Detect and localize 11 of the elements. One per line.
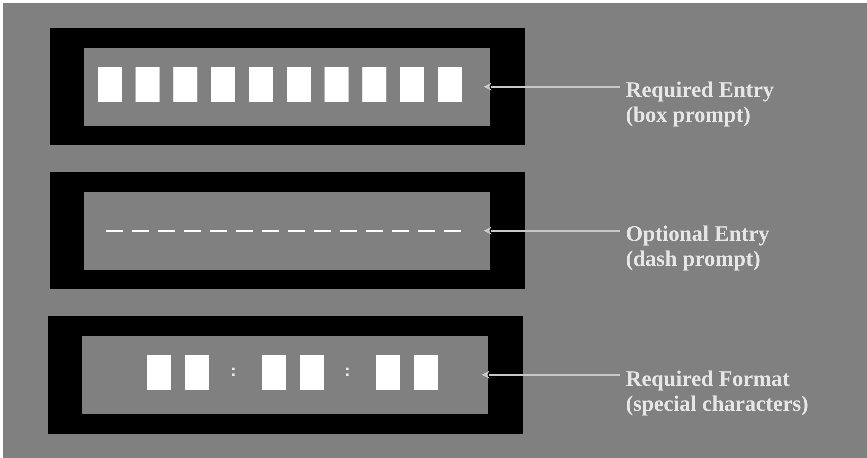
entry-field — [84, 192, 490, 270]
callout-label: Required Entry (box prompt) — [626, 77, 774, 127]
separator-character: : — [231, 364, 236, 380]
callout-label: Optional Entry (dash prompt) — [626, 221, 770, 271]
separator-character: : — [345, 364, 350, 380]
screen-frame — [50, 172, 525, 289]
leader-arrow — [482, 371, 620, 379]
callout-label: Required Format (special characters) — [626, 366, 809, 416]
leader-arrow — [484, 227, 620, 235]
leader-arrow — [484, 83, 620, 91]
screen-frame — [48, 316, 523, 434]
